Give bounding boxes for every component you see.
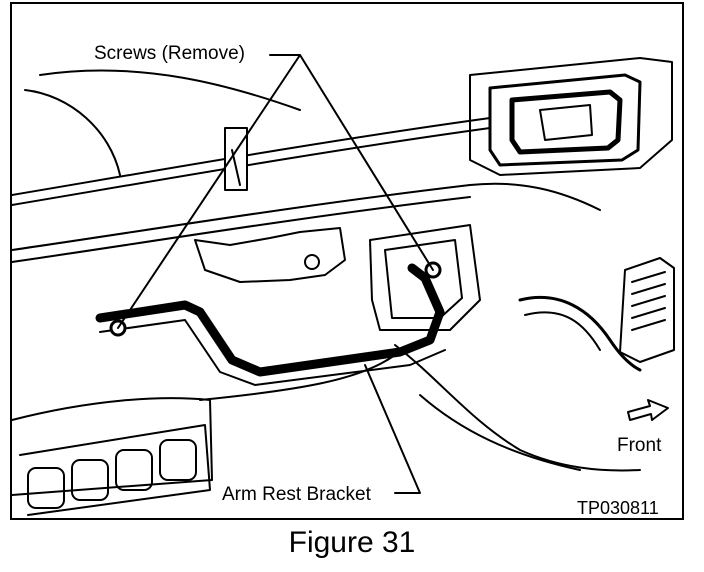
switch-3 xyxy=(115,449,153,491)
panel-cutout xyxy=(194,227,346,283)
door-lower-edge xyxy=(199,354,396,401)
door-curve-left xyxy=(24,89,121,176)
door-trim-line xyxy=(11,182,601,251)
door-trim-line-2 xyxy=(11,196,471,263)
handle-bezel-inner xyxy=(509,89,623,155)
screws-leader xyxy=(117,54,434,329)
handle-bezel-outer xyxy=(469,57,673,176)
switch-4 xyxy=(159,439,197,481)
arm-rest-bracket-label: Arm Rest Bracket xyxy=(222,484,371,505)
front-arrow xyxy=(627,399,669,421)
screws-remove-label: Screws (Remove) xyxy=(94,43,245,64)
arm-rest-leader xyxy=(364,364,421,494)
lower-door-curve xyxy=(394,344,641,472)
arm-rest-bracket xyxy=(95,263,445,377)
panel-recess xyxy=(369,224,481,331)
wire-harness xyxy=(518,295,642,372)
switch-1 xyxy=(27,467,65,509)
front-direction-label: Front xyxy=(617,435,662,456)
panel-hole xyxy=(304,254,320,270)
switch-bezel xyxy=(19,424,211,516)
connector xyxy=(619,257,675,363)
window-sill-line-2 xyxy=(11,127,491,206)
sill-clip xyxy=(224,127,248,191)
figure-code-label: TP030811 xyxy=(577,498,659,518)
switch-2 xyxy=(71,459,109,501)
figure-caption: Figure 31 xyxy=(288,526,416,559)
handle-bezel-mid xyxy=(488,73,642,167)
figure-frame xyxy=(10,2,684,520)
handle-lever xyxy=(539,104,593,141)
door-upper-contour xyxy=(39,69,301,111)
